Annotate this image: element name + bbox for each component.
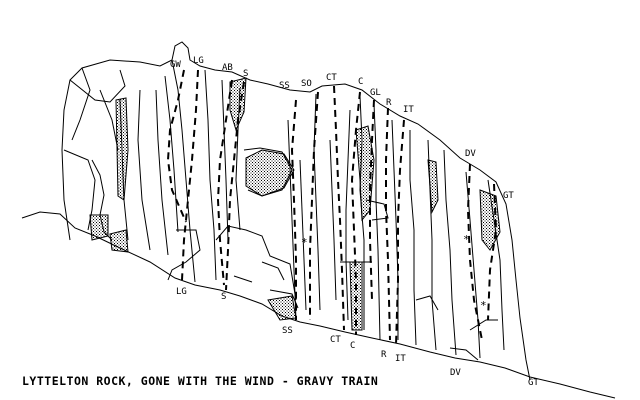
star-marker: * (463, 233, 470, 246)
bottom-label-ct: CT (330, 336, 341, 345)
star-marker: * (301, 236, 308, 249)
bottom-label-dv: DV (450, 369, 461, 378)
bottom-label-c: C (350, 342, 355, 351)
route-so (310, 92, 318, 320)
bottom-label-r: R (381, 351, 386, 360)
topo-caption: LYTTELTON ROCK, GONE WITH THE WIND - GRA… (22, 374, 378, 388)
top-label-so: SO (301, 80, 312, 89)
route-lg (182, 70, 198, 280)
top-label-r: R (386, 99, 391, 108)
top-label-c: C (358, 78, 363, 87)
top-label-it: IT (403, 106, 414, 115)
top-label-gw: GW (170, 61, 181, 70)
top-label-s: S (243, 70, 248, 79)
crag-outline (62, 42, 530, 380)
bottom-label-gt: GT (528, 379, 539, 388)
top-label-ab: AB (222, 64, 233, 73)
star-marker: * (480, 299, 487, 312)
top-label-ss: SS (279, 82, 290, 91)
top-label-gl: GL (370, 89, 381, 98)
top-label-gt: GT (503, 192, 514, 201)
top-label-ct: CT (326, 74, 337, 83)
bottom-label-s: S (221, 293, 226, 302)
top-label-dv: DV (465, 150, 476, 159)
bottom-label-it: IT (395, 355, 406, 364)
bottom-label-ss: SS (282, 327, 293, 336)
route-gl (370, 100, 374, 300)
top-label-lg: LG (193, 57, 204, 66)
bottom-label-lg: LG (176, 288, 187, 297)
route-it (396, 120, 404, 345)
route-r (386, 108, 390, 340)
